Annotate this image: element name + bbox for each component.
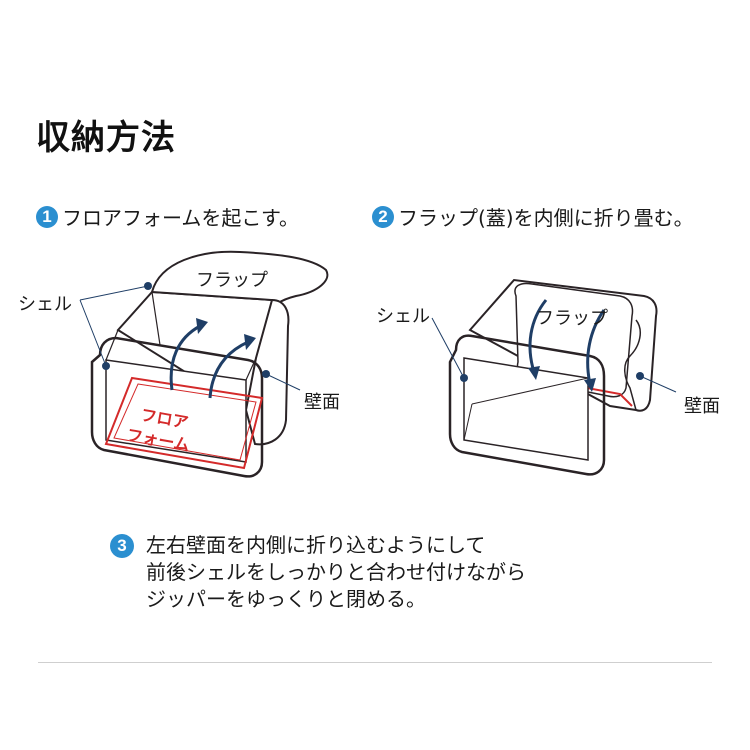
diagram-1-unfolded-box [79, 250, 329, 478]
step-3-line-2: 前後シェルをしっかりと合わせ付けながら [146, 560, 526, 584]
diagram-2-folded-box [431, 278, 677, 476]
flap-label-2: フラップ [536, 308, 608, 329]
step-3-line-3: ジッパーをゆっくりと閉める。 [146, 587, 426, 611]
step-2: 2 フラップ(蓋)を内側に折り畳む。 [372, 202, 694, 231]
wall-label-2: 壁面 [684, 396, 720, 417]
step-3-number-badge: 3 [110, 534, 134, 558]
page-title: 収納方法 [36, 118, 176, 158]
divider [38, 662, 712, 663]
down-arrow-icon [528, 299, 548, 373]
up-arrow-icon-2 [208, 340, 249, 399]
wall-label: 壁面 [304, 392, 340, 413]
step-3-text: 左右壁面を内側に折り込むようにして 前後シェルをしっかりと合わせ付けながら ジッ… [146, 532, 526, 613]
step-2-number-badge: 2 [372, 205, 394, 228]
step-3: 3 左右壁面を内側に折り込むようにして 前後シェルをしっかりと合わせ付けながら … [110, 532, 526, 613]
shell-label-2: シェル [376, 306, 430, 327]
floor-foam-outline [104, 376, 264, 470]
down-arrow-icon-2 [586, 309, 606, 385]
up-arrow-icon [169, 324, 201, 391]
flap-label: フラップ [196, 270, 268, 291]
step-1: 1 フロアフォームを起こす。 [36, 202, 299, 231]
step-1-text: フロアフォームを起こす。 [62, 206, 299, 230]
step-2-text: フラップ(蓋)を内側に折り畳む。 [398, 206, 694, 230]
step-1-number-badge: 1 [36, 205, 58, 228]
shell-label: シェル [18, 294, 72, 315]
step-3-line-1: 左右壁面を内側に折り込むようにして [146, 533, 486, 557]
